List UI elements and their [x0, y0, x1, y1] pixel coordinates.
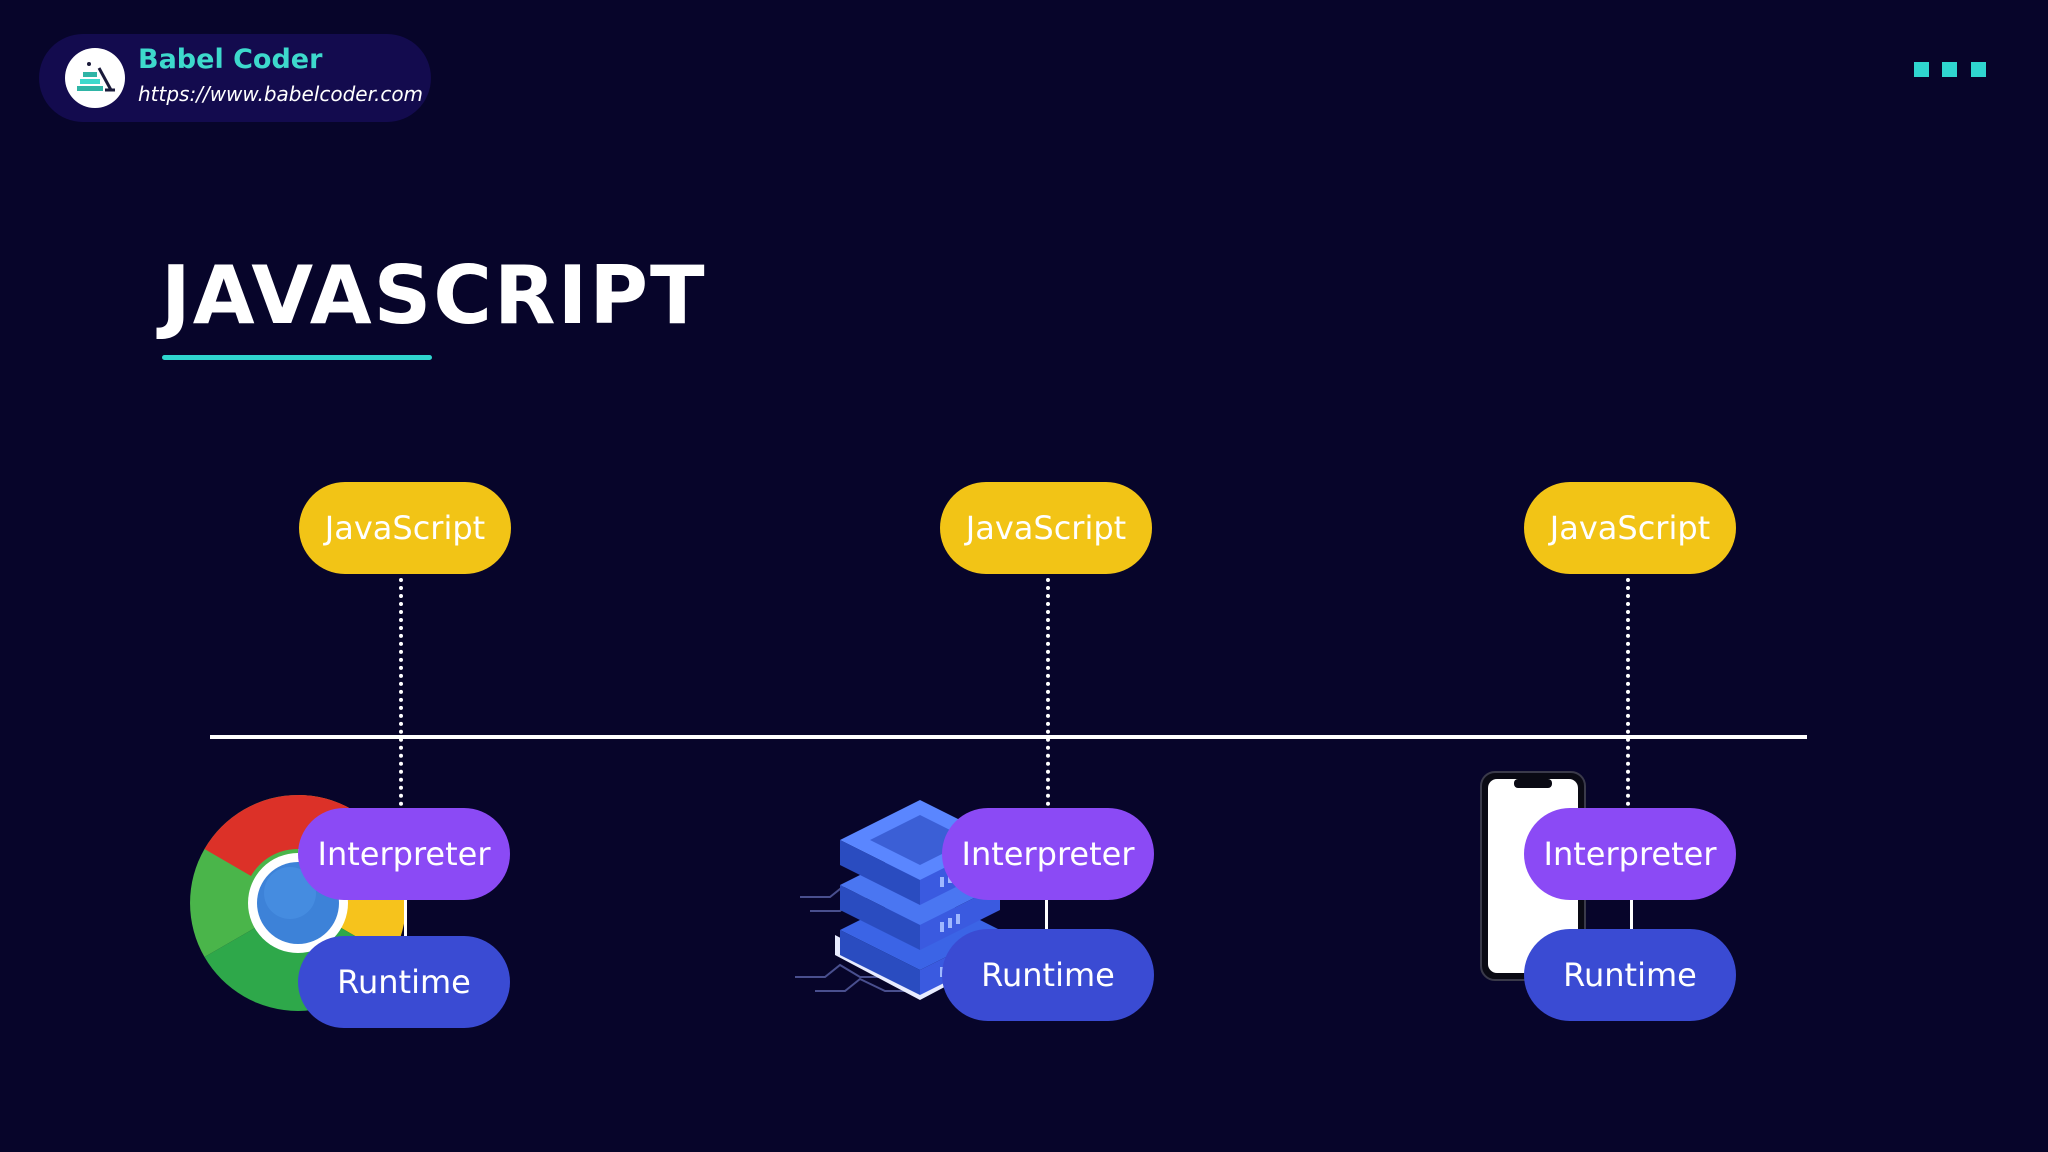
dot: [1914, 62, 1929, 77]
interpreter-pill-server: Interpreter: [942, 808, 1154, 900]
dot: [1971, 62, 1986, 77]
connector-line-server: [1046, 578, 1050, 806]
brand-badge: Babel Coder https://www.babelcoder.com: [39, 34, 431, 122]
stack-link-browser: [404, 890, 407, 940]
platform-divider-line: [210, 735, 1807, 739]
runtime-pill-server: Runtime: [942, 929, 1154, 1021]
runtime-pill-browser: Runtime: [298, 936, 510, 1028]
javascript-pill-mobile: JavaScript: [1524, 482, 1736, 574]
babel-coder-logo-icon: [65, 48, 125, 108]
brand-url[interactable]: https://www.babelcoder.com: [138, 82, 424, 106]
dot: [1942, 62, 1957, 77]
connector-line-browser: [399, 578, 403, 806]
stack-link-mobile: [1630, 890, 1633, 935]
brand-name: Babel Coder: [138, 44, 323, 75]
page-title: JAVASCRIPT: [161, 249, 707, 342]
interpreter-pill-mobile: Interpreter: [1524, 808, 1736, 900]
stack-link-server: [1045, 890, 1048, 935]
javascript-pill-browser: JavaScript: [299, 482, 511, 574]
javascript-pill-server: JavaScript: [940, 482, 1152, 574]
runtime-pill-mobile: Runtime: [1524, 929, 1736, 1021]
interpreter-pill-browser: Interpreter: [298, 808, 510, 900]
connector-line-mobile: [1626, 578, 1630, 806]
title-underline: [162, 355, 432, 360]
